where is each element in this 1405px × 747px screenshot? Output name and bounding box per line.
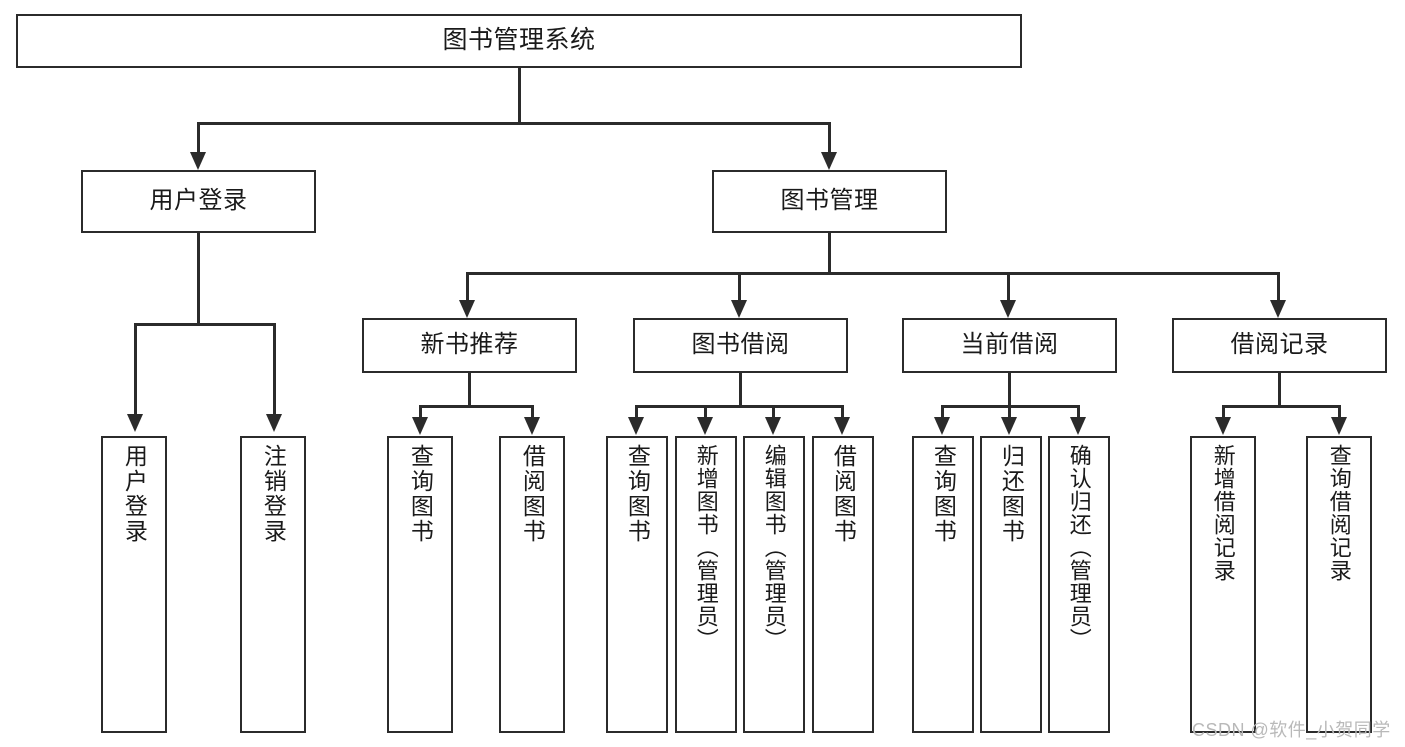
connector-new-book-stem	[468, 373, 471, 405]
leaf-user-login[interactable]: 用户登录	[101, 436, 167, 733]
connector-to-new-book	[466, 272, 469, 301]
connector-current-borrow-leaf-1	[941, 405, 944, 418]
connector-book-borrow-leaf-4	[841, 405, 844, 418]
node-user-login[interactable]: 用户登录	[81, 170, 316, 233]
connector-book-borrow-stem	[739, 373, 742, 405]
node-label: 新增借阅记录	[1210, 444, 1236, 582]
connector-new-book-leaf-1	[419, 405, 422, 418]
node-label: 确认归还（管理员）	[1066, 444, 1092, 651]
connector-book-borrow-leaf-1	[635, 405, 638, 418]
leaf-edit-book-admin[interactable]: 编辑图书（管理员）	[743, 436, 805, 733]
connector-borrow-record-leaf-2	[1338, 405, 1341, 418]
arrow-icon	[1215, 417, 1231, 435]
connector-user-login-leaf-1	[134, 323, 137, 415]
leaf-query-borrow-record[interactable]: 查询借阅记录	[1306, 436, 1372, 733]
connector-current-borrow-leaf-3	[1077, 405, 1080, 418]
arrow-icon	[127, 414, 143, 432]
connector-book-manage-bus	[466, 272, 1280, 275]
connector-book-manage-stem	[828, 233, 831, 272]
connector-borrow-record-leaf-1	[1222, 405, 1225, 418]
connector-new-book-bus	[419, 405, 534, 408]
leaf-borrow-book-recommend[interactable]: 借阅图书	[499, 436, 565, 733]
arrow-icon	[834, 417, 850, 435]
connector-book-borrow-leaf-3	[772, 405, 775, 418]
arrow-icon	[1000, 300, 1016, 318]
connector-user-login-leaf-2	[273, 323, 276, 415]
arrow-icon	[731, 300, 747, 318]
leaf-query-book-current[interactable]: 查询图书	[912, 436, 974, 733]
connector-root-to-book-manage	[828, 122, 831, 153]
connector-borrow-record-stem	[1278, 373, 1281, 405]
node-label: 用户登录	[149, 187, 248, 215]
arrow-icon	[934, 417, 950, 435]
node-label: 图书管理系统	[442, 26, 596, 55]
connector-to-borrow-record	[1277, 272, 1280, 301]
node-label: 当前借阅	[960, 331, 1059, 359]
connector-to-current-borrow	[1007, 272, 1010, 301]
node-label: 注销登录	[260, 444, 287, 544]
leaf-query-book-recommend[interactable]: 查询图书	[387, 436, 453, 733]
node-root-system[interactable]: 图书管理系统	[16, 14, 1022, 68]
node-label: 借阅图书	[519, 444, 546, 544]
leaf-add-book-admin[interactable]: 新增图书（管理员）	[675, 436, 737, 733]
arrow-icon	[524, 417, 540, 435]
arrow-icon	[1270, 300, 1286, 318]
watermark-text: CSDN @软件_小贺同学	[1192, 720, 1391, 740]
arrow-icon	[412, 417, 428, 435]
arrow-icon	[1070, 417, 1086, 435]
connector-user-login-stem	[197, 233, 200, 323]
connector-user-login-bus	[134, 323, 276, 326]
node-label: 借阅图书	[830, 444, 857, 544]
node-label: 用户登录	[121, 444, 148, 544]
arrow-icon	[459, 300, 475, 318]
connector-new-book-leaf-2	[531, 405, 534, 418]
node-label: 查询图书	[930, 444, 957, 544]
node-label: 查询借阅记录	[1326, 444, 1352, 582]
arrow-icon	[190, 152, 206, 170]
node-label: 新书推荐	[420, 331, 519, 359]
node-label: 图书管理	[780, 187, 879, 215]
arrow-icon	[266, 414, 282, 432]
arrow-icon	[628, 417, 644, 435]
node-label: 归还图书	[998, 444, 1025, 544]
connector-root-to-user-login	[197, 122, 200, 153]
arrow-icon	[1331, 417, 1347, 435]
connector-to-book-borrow	[738, 272, 741, 301]
connector-book-borrow-leaf-2	[704, 405, 707, 418]
node-new-book-recommend[interactable]: 新书推荐	[362, 318, 577, 373]
leaf-query-book-borrow[interactable]: 查询图书	[606, 436, 668, 733]
node-label: 图书借阅	[691, 331, 790, 359]
connector-borrow-record-bus	[1222, 405, 1340, 408]
arrow-icon	[765, 417, 781, 435]
node-borrow-record[interactable]: 借阅记录	[1172, 318, 1387, 373]
node-label: 编辑图书（管理员）	[761, 444, 787, 651]
arrow-icon	[821, 152, 837, 170]
node-label: 新增图书（管理员）	[693, 444, 719, 651]
connector-current-borrow-leaf-2	[1008, 405, 1011, 418]
leaf-add-borrow-record[interactable]: 新增借阅记录	[1190, 436, 1256, 733]
arrow-icon	[697, 417, 713, 435]
node-book-manage[interactable]: 图书管理	[712, 170, 947, 233]
leaf-logout-login[interactable]: 注销登录	[240, 436, 306, 733]
node-current-borrow[interactable]: 当前借阅	[902, 318, 1117, 373]
leaf-return-book[interactable]: 归还图书	[980, 436, 1042, 733]
node-label: 借阅记录	[1230, 331, 1329, 359]
leaf-borrow-book[interactable]: 借阅图书	[812, 436, 874, 733]
connector-current-borrow-stem	[1008, 373, 1011, 405]
arrow-icon	[1001, 417, 1017, 435]
node-book-borrow[interactable]: 图书借阅	[633, 318, 848, 373]
connector-root-stem	[518, 68, 521, 122]
leaf-confirm-return-admin[interactable]: 确认归还（管理员）	[1048, 436, 1110, 733]
node-label: 查询图书	[407, 444, 434, 544]
node-label: 查询图书	[624, 444, 651, 544]
connector-book-borrow-bus	[635, 405, 843, 408]
connector-root-bus	[197, 122, 831, 125]
